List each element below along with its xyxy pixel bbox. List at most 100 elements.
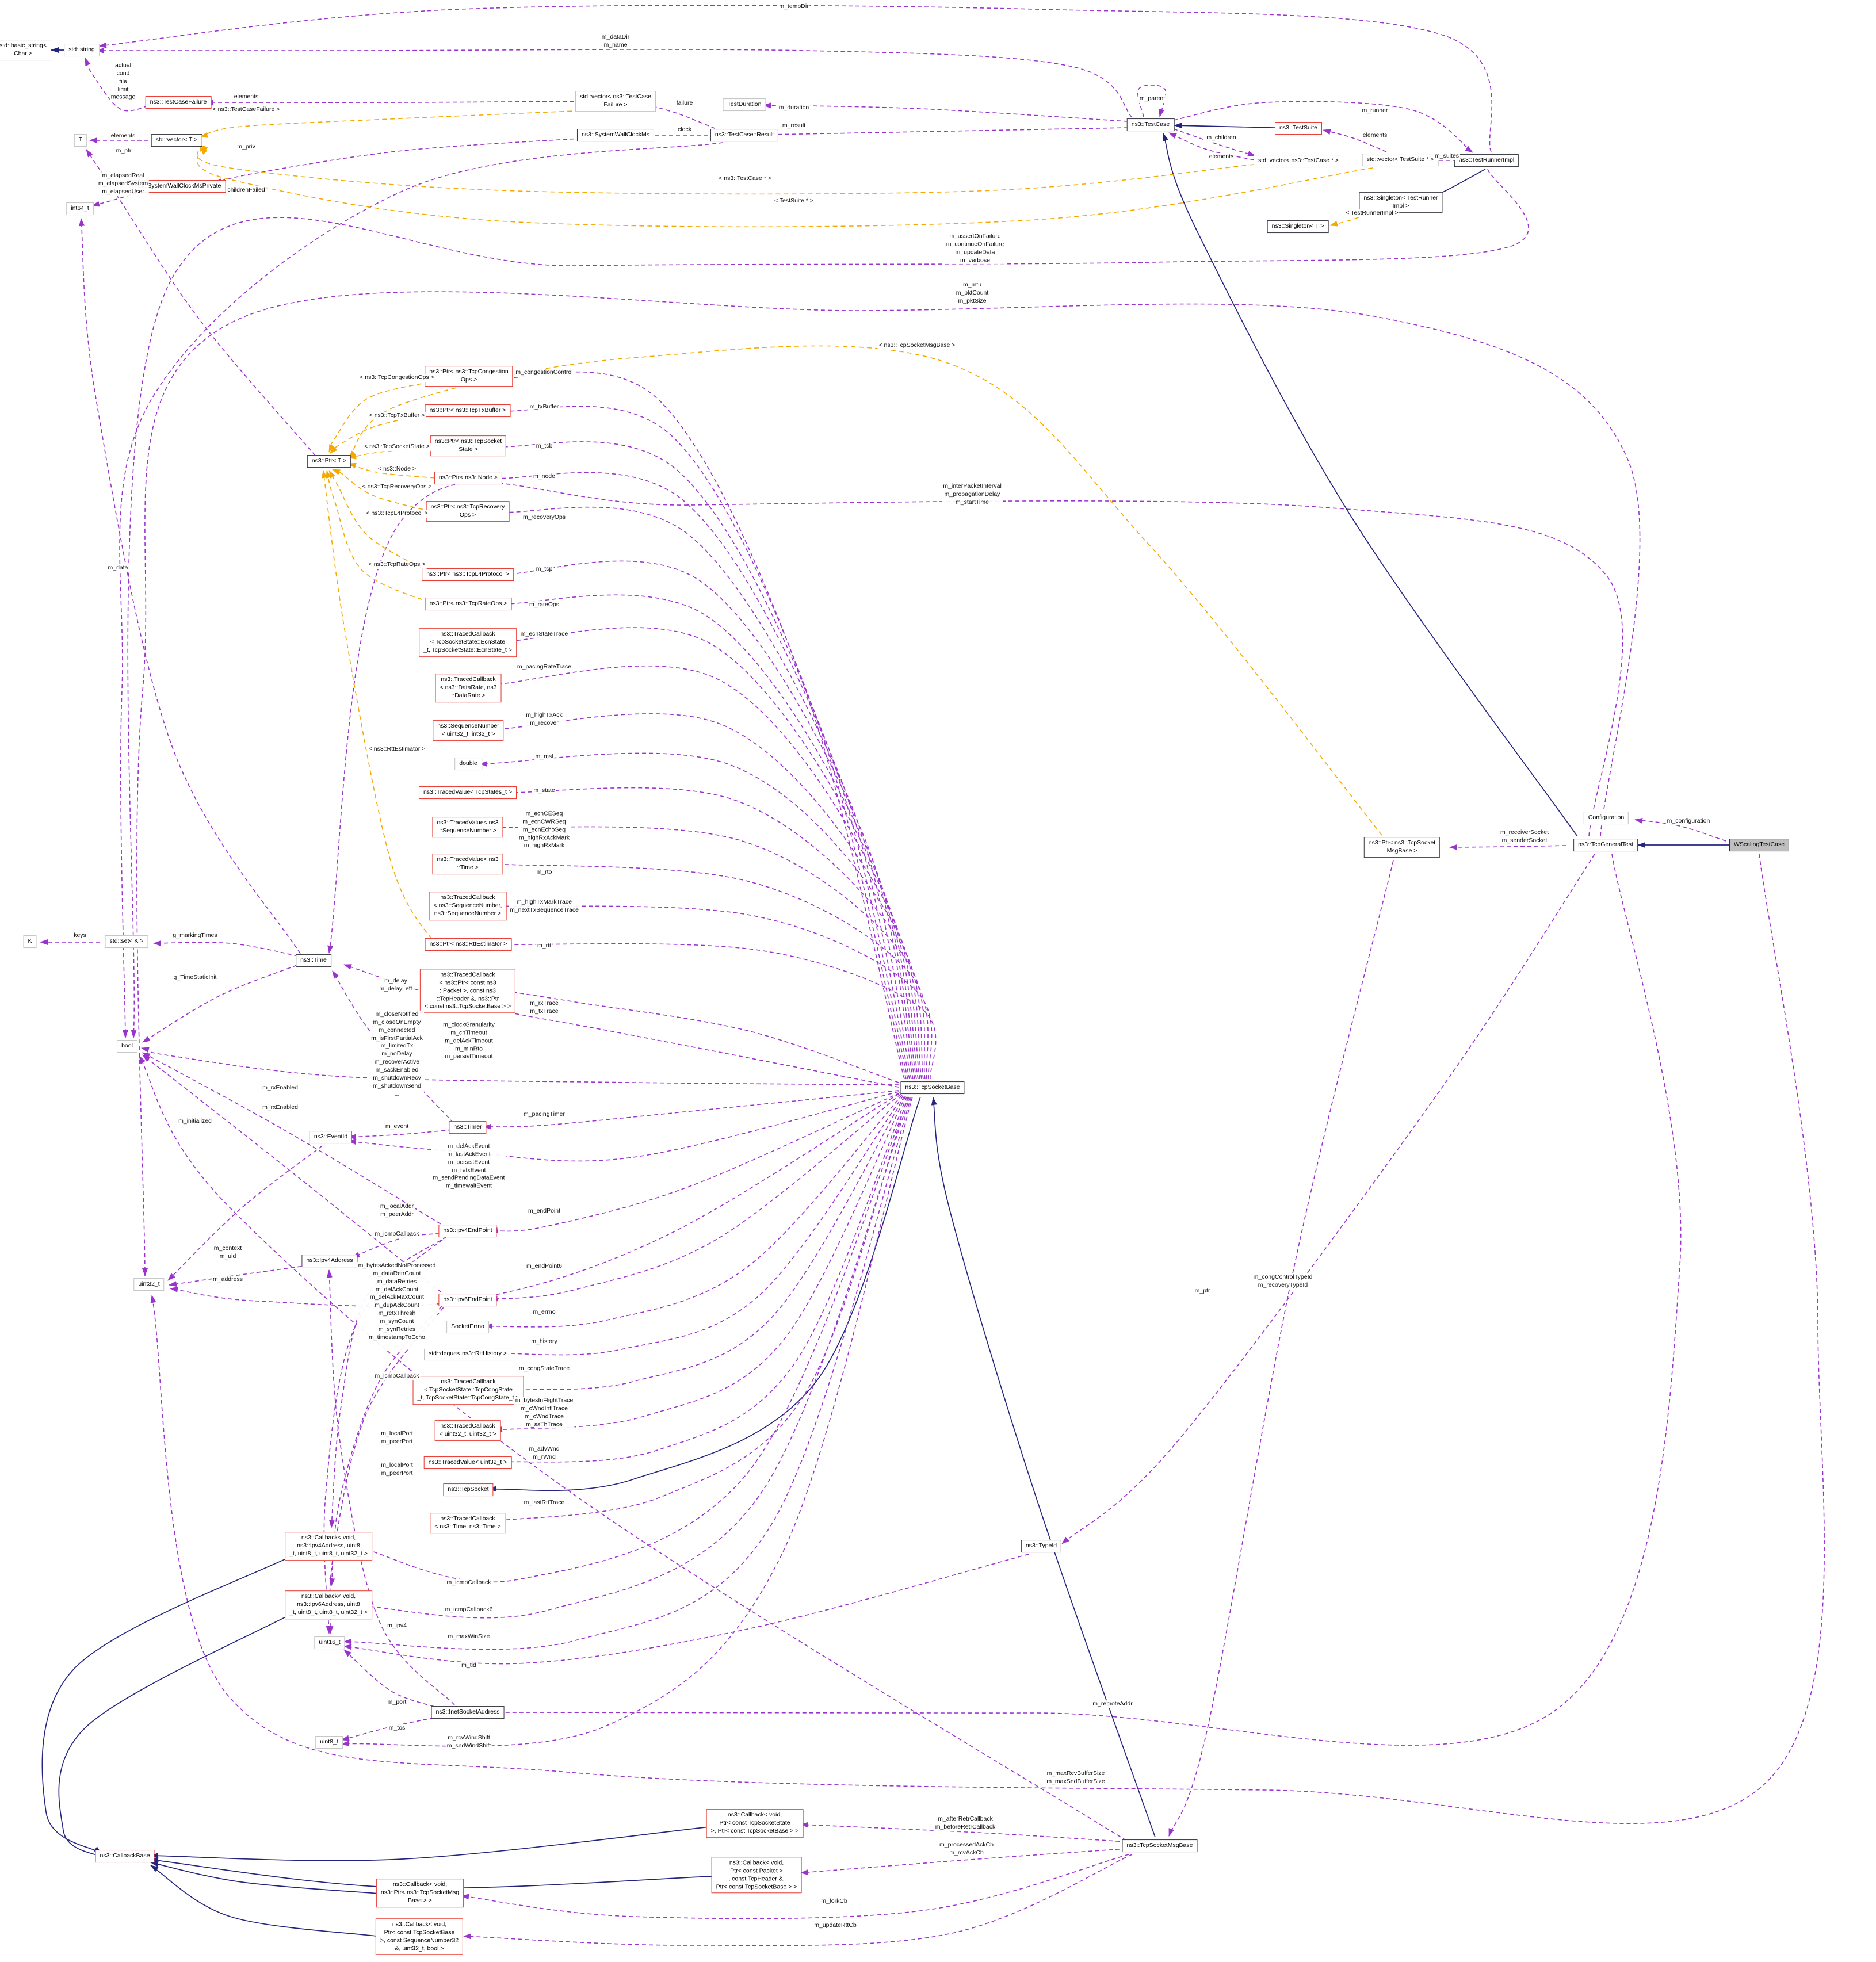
node-cbbase[interactable]: ns3::CallbackBase bbox=[95, 1850, 155, 1862]
edge-testsuite-testcase bbox=[1174, 123, 1275, 129]
edge-ptr_recov-ptr_T bbox=[332, 469, 439, 514]
node-cb_pktack[interactable]: ns3::Callback< void, Ptr< const Packet >… bbox=[711, 1857, 802, 1894]
edge-label-tsb-ptr_rate: m_rateOps bbox=[528, 601, 560, 609]
node-tc_time[interactable]: ns3::TracedCallback < ns3::Time, ns3::Ti… bbox=[430, 1513, 506, 1533]
node-tc_cong[interactable]: ns3::TracedCallback < TcpSocketState::Tc… bbox=[412, 1376, 524, 1405]
node-testduration[interactable]: TestDuration bbox=[723, 98, 766, 111]
edge-label-tsb-tv_time: m_rto bbox=[535, 869, 553, 877]
node-result[interactable]: ns3::TestCase::Result bbox=[710, 129, 779, 141]
node-ptr_msg[interactable]: ns3::Ptr< ns3::TcpSocket MsgBase > bbox=[1363, 837, 1441, 858]
node-ptr_node[interactable]: ns3::Ptr< ns3::Node > bbox=[434, 472, 503, 484]
edge-ptr_rtte-ptr_T bbox=[321, 470, 437, 946]
node-tv_u32[interactable]: ns3::TracedValue< uint32_t > bbox=[423, 1456, 512, 1469]
node-ptr_rate[interactable]: ns3::Ptr< ns3::TcpRateOps > bbox=[425, 598, 512, 610]
edge-tsb-tc_rate bbox=[492, 666, 919, 1080]
node-tv_seq[interactable]: ns3::TracedValue< ns3 ::SequenceNumber > bbox=[432, 817, 503, 837]
node-vec_tcf[interactable]: std::vector< ns3::TestCase Failure > bbox=[575, 91, 656, 112]
node-tsmb[interactable]: ns3::TcpSocketMsgBase bbox=[1122, 1839, 1198, 1852]
node-tsb[interactable]: ns3::TcpSocketBase bbox=[900, 1081, 965, 1094]
node-tc_pkt[interactable]: ns3::TracedCallback < ns3::Ptr< const ns… bbox=[419, 969, 516, 1013]
node-vec_ts_ptr[interactable]: std::vector< TestSuite * > bbox=[1362, 154, 1439, 166]
edge-tsmb-cb_urtt bbox=[463, 1854, 1133, 1946]
node-ptr_txbuf[interactable]: ns3::Ptr< ns3::TcpTxBuffer > bbox=[425, 404, 511, 417]
node-tc_u32[interactable]: ns3::TracedCallback < uint32_t, uint32_t… bbox=[434, 1420, 501, 1441]
edge-label-tsb-tv_states: m_state bbox=[532, 787, 556, 795]
edge-testcase-result bbox=[769, 127, 1128, 137]
node-tv_states[interactable]: ns3::TracedValue< TcpStates_t > bbox=[419, 786, 517, 799]
node-testrunner[interactable]: ns3::TestRunnerImpl bbox=[1454, 154, 1519, 167]
edge-label-tsb-ipv6ep: m_endPoint6 bbox=[525, 1263, 563, 1271]
edge-label-ptr_cong-ptr_T: < ns3::TcpCongestionOps > bbox=[358, 374, 435, 382]
node-ptr_recov[interactable]: ns3::Ptr< ns3::TcpRecovery Ops > bbox=[426, 501, 510, 522]
edge-testcase-vec_tc_ptr bbox=[1173, 128, 1256, 156]
edge-label-inetsa-uint16: m_port bbox=[386, 1699, 408, 1707]
node-typeid[interactable]: ns3::TypeId bbox=[1021, 1540, 1062, 1552]
node-double[interactable]: double bbox=[454, 758, 482, 770]
edge-label-tsb-tc_cong: m_congStateTrace bbox=[517, 1365, 571, 1373]
node-setK[interactable]: std::set< K > bbox=[105, 935, 148, 948]
node-ptr_cong[interactable]: ns3::Ptr< ns3::TcpCongestion Ops > bbox=[425, 366, 513, 387]
edge-label-ipv6ep-cb_v6: m_icmpCallback bbox=[373, 1372, 421, 1380]
edge-tgt-testcase bbox=[1163, 133, 1578, 837]
edge-label-tsb-timer: m_pacingTimer bbox=[522, 1111, 566, 1119]
edge-label-tgt-inetsa: m_remoteAddr bbox=[1091, 1700, 1134, 1708]
edge-tsb-ipv4ep bbox=[490, 1092, 900, 1233]
node-cb_urtt[interactable]: ns3::Callback< void, Ptr< const TcpSocke… bbox=[375, 1918, 464, 1955]
node-tv_time[interactable]: ns3::TracedValue< ns3 ::Time > bbox=[432, 854, 503, 874]
node-cb_v6[interactable]: ns3::Callback< void, ns3::Ipv6Address, u… bbox=[285, 1590, 372, 1619]
node-tc_ecn[interactable]: ns3::TracedCallback < TcpSocketState::Ec… bbox=[419, 628, 517, 657]
edge-cb_v4-cbbase bbox=[41, 1554, 296, 1854]
node-ipv4addr[interactable]: ns3::Ipv4Address bbox=[301, 1255, 358, 1267]
node-testcase[interactable]: ns3::TestCase bbox=[1126, 118, 1175, 131]
node-swcmp[interactable]: ns3::SystemWallClockMsPrivate bbox=[129, 180, 226, 193]
node-time[interactable]: ns3::Time bbox=[296, 954, 331, 967]
node-ptr_T[interactable]: ns3::Ptr< T > bbox=[307, 455, 351, 468]
node-K[interactable]: K bbox=[23, 935, 37, 948]
node-int64[interactable]: int64_t bbox=[66, 202, 94, 215]
edge-label-ptr_l4-ptr_T: < ns3::TcpL4Protocol > bbox=[365, 510, 429, 518]
node-tgt[interactable]: ns3::TcpGeneralTest bbox=[1573, 839, 1638, 851]
node-vec_tc_ptr[interactable]: std::vector< ns3::TestCase * > bbox=[1253, 155, 1344, 167]
edge-label-tsb-tv_seq: m_ecnCESeq m_ecnCWRSeq m_ecnEchoSeq m_hi… bbox=[517, 810, 571, 850]
node-uint32[interactable]: uint32_t bbox=[133, 1278, 165, 1291]
edge-ipv4ep-cb_v4 bbox=[329, 1236, 447, 1528]
node-cb_state[interactable]: ns3::Callback< void, Ptr< const TcpSocke… bbox=[706, 1809, 804, 1838]
edge-tsb-tv_u32 bbox=[500, 1096, 907, 1465]
node-config[interactable]: Configuration bbox=[1583, 812, 1629, 824]
node-T[interactable]: T bbox=[74, 134, 87, 147]
edge-ptr_msg-tsmb bbox=[1168, 860, 1394, 1837]
node-testcasefailure[interactable]: ns3::TestCaseFailure bbox=[145, 96, 212, 109]
node-swcm[interactable]: ns3::SystemWallClockMs bbox=[576, 129, 655, 141]
node-wstc[interactable]: WScalingTestCase bbox=[1729, 839, 1790, 851]
node-eventid[interactable]: ns3::EventId bbox=[309, 1131, 353, 1143]
node-ptr_state[interactable]: ns3::Ptr< ns3::TcpSocket State > bbox=[430, 435, 507, 456]
node-basic_string[interactable]: std::basic_string< Char > bbox=[0, 40, 52, 60]
edge-label-tsb-uint16: m_maxWinSize bbox=[446, 1633, 491, 1641]
node-ipv4ep[interactable]: ns3::Ipv4EndPoint bbox=[438, 1225, 497, 1237]
node-singleton_tri[interactable]: ns3::Singleton< TestRunner Impl > bbox=[1359, 192, 1443, 213]
node-vec_T[interactable]: std::vector< T > bbox=[151, 134, 202, 147]
node-ipv6ep[interactable]: ns3::Ipv6EndPoint bbox=[438, 1294, 497, 1306]
edge-label-tgt-time: m_interPacketInterval m_propagationDelay… bbox=[942, 483, 1003, 507]
edge-label-tsb-double: m_msl bbox=[534, 753, 555, 761]
node-deque[interactable]: std::deque< ns3::RttHistory > bbox=[424, 1348, 511, 1360]
node-cb_fork[interactable]: ns3::Callback< void, ns3::Ptr< ns3::TcpS… bbox=[376, 1879, 464, 1907]
node-ptr_rtte[interactable]: ns3::Ptr< ns3::RttEstimator > bbox=[425, 938, 512, 951]
node-testsuite[interactable]: ns3::TestSuite bbox=[1275, 122, 1322, 135]
node-uint8[interactable]: uint8_t bbox=[315, 1736, 343, 1749]
node-tc_seq[interactable]: ns3::TracedCallback < ns3::SequenceNumbe… bbox=[429, 892, 507, 920]
node-seqnum[interactable]: ns3::SequenceNumber < uint32_t, int32_t … bbox=[433, 720, 504, 741]
node-sockerr[interactable]: SocketErrno bbox=[446, 1321, 489, 1333]
node-tc_rate[interactable]: ns3::TracedCallback < ns3::DataRate, ns3… bbox=[435, 674, 502, 702]
node-ptr_l4[interactable]: ns3::Ptr< ns3::TcpL4Protocol > bbox=[422, 568, 514, 581]
node-singleton_t[interactable]: ns3::Singleton< T > bbox=[1267, 220, 1329, 233]
node-uint16[interactable]: uint16_t bbox=[314, 1636, 345, 1649]
node-cb_v4[interactable]: ns3::Callback< void, ns3::Ipv4Address, u… bbox=[285, 1532, 372, 1561]
edge-label-tsb-time: m_clockGranularity m_cnTimeout m_delAckT… bbox=[442, 1021, 496, 1061]
node-tcpsocket[interactable]: ns3::TcpSocket bbox=[443, 1483, 494, 1496]
node-inetsa[interactable]: ns3::InetSocketAddress bbox=[431, 1706, 505, 1719]
node-std_string[interactable]: std::string bbox=[64, 44, 100, 56]
edge-label-ptr_node-ptr_T: < ns3::Node > bbox=[377, 465, 417, 473]
node-bool[interactable]: bool bbox=[117, 1040, 137, 1053]
node-timer[interactable]: ns3::Timer bbox=[449, 1121, 487, 1134]
